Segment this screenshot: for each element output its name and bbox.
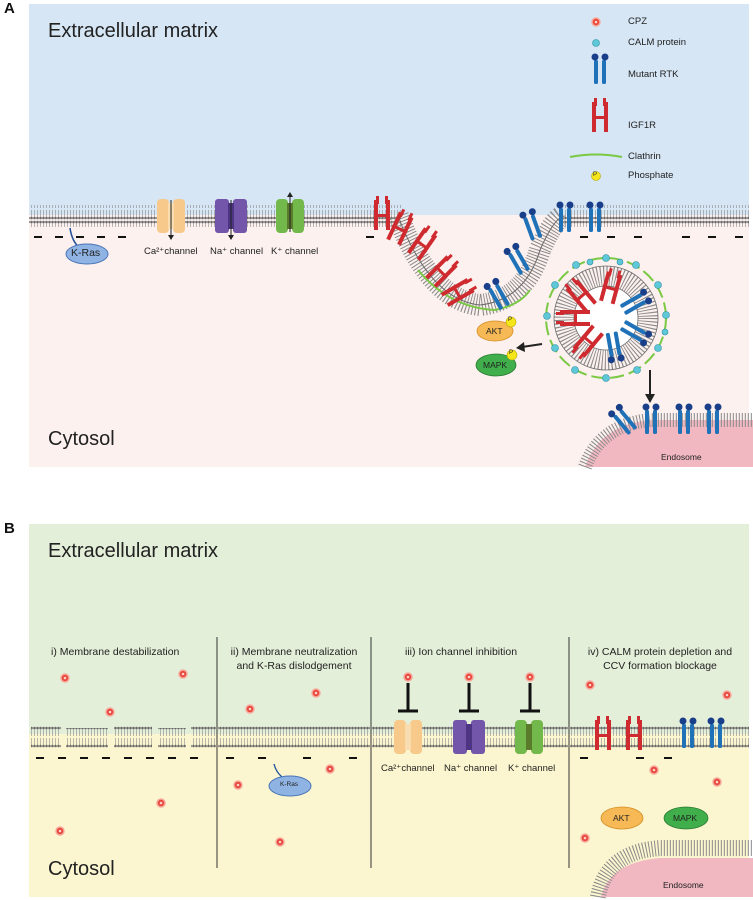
panel-b-ca-channel-shape	[394, 720, 422, 754]
panel-b-section4-title-2: CCV formation blockage	[603, 660, 717, 672]
panel-a-kras-shape	[65, 243, 109, 265]
panel-b-k-channel-shape	[515, 720, 543, 754]
legend-calm-symbol	[592, 39, 600, 47]
panel-b-kras-label: K-Ras	[280, 781, 299, 788]
panel-a-mapk-label: MAPK	[483, 360, 508, 370]
panel-a-membrane-right	[560, 205, 749, 227]
panel-a-extracellular-label: Extracellular matrix	[48, 20, 219, 42]
panel-b-extracellular-label: Extracellular matrix	[48, 540, 219, 562]
legend-phosphate-label: Phosphate	[628, 170, 674, 181]
panel-a-akt-label: AKT	[486, 326, 503, 336]
panel-a-cytosol-label: Cytosol	[48, 428, 115, 450]
panel-b-extracellular-bg	[29, 524, 749, 734]
panel-a-endosome-label: Endosome	[661, 452, 702, 462]
panel-b-mapk-label: MAPK	[673, 813, 698, 823]
panel-b-letter: B	[4, 520, 15, 537]
panel-b-na-channel-shape	[453, 720, 485, 754]
legend-phosphate-symbol	[591, 171, 601, 181]
panel-a-mapk-p-label: P	[509, 350, 514, 356]
legend-phosphate-p: P	[593, 172, 598, 178]
panel-b-endosome-shape	[601, 858, 753, 897]
panel-a-na-channel-label: Na⁺ channel	[210, 246, 264, 257]
legend-rtk-label: Mutant RTK	[628, 69, 679, 80]
panel-b-mapk-shape	[663, 806, 709, 830]
panel-b-section2-title-1: ii) Membrane neutralization	[230, 646, 358, 658]
panel-b-cytosol-label: Cytosol	[48, 858, 115, 880]
panel-b-section3-title: iii) Ion channel inhibition	[405, 646, 518, 658]
panel-b-section1-title: i) Membrane destabilization	[51, 646, 180, 658]
legend-clathrin-symbol	[569, 153, 623, 158]
panel-b-section4-title-1: iv) CALM protein depletion and	[587, 646, 733, 658]
panel-b-kras-shape	[268, 775, 312, 797]
panel-b-ca-channel-label: Ca²⁺channel	[381, 763, 435, 774]
panel-b-dividers	[216, 637, 570, 868]
legend-cpz-symbol	[591, 17, 601, 27]
panel-b-membrane-4	[570, 726, 749, 748]
panel-b-section2-title-2: and K-Ras dislodgement	[236, 660, 352, 672]
legend-igf1r-label: IGF1R	[628, 120, 656, 131]
panel-a-akt-shape	[476, 320, 514, 342]
panel-a-akt-phosphate	[505, 316, 517, 328]
panel-a-kras-label: K-Ras	[71, 247, 101, 259]
panel-a-extracellular-bg	[29, 4, 749, 215]
panel-b-membrane-2	[218, 726, 370, 748]
legend-cpz-label: CPZ	[628, 16, 647, 27]
panel-a-mapk-shape	[475, 353, 517, 377]
panel-a-mapk-phosphate	[506, 349, 518, 361]
panel-a-ccv	[543, 254, 670, 382]
panel-b-membrane-destabilized	[31, 726, 216, 748]
panel-b-akt-label: AKT	[613, 813, 630, 823]
panel-b-endosome-label: Endosome	[663, 880, 704, 890]
legend-clathrin-label: Clathrin	[628, 151, 661, 162]
panel-a-akt-p-label: P	[508, 317, 513, 323]
panel-a-ca-channel-label: Ca²⁺channel	[144, 246, 198, 257]
panel-b-na-channel-label: Na⁺ channel	[444, 763, 498, 774]
panel-b-akt-shape	[600, 806, 644, 830]
panel-a-k-channel-label: K⁺ channel	[271, 246, 319, 257]
legend-calm-label: CALM protein	[628, 37, 687, 48]
panel-b-k-channel-label: K⁺ channel	[508, 763, 556, 774]
panel-a-letter: A	[4, 0, 15, 17]
panel-b-inhibitions	[398, 683, 540, 713]
